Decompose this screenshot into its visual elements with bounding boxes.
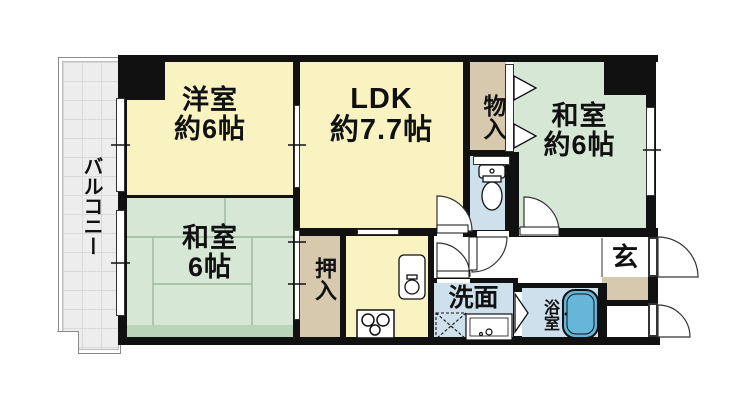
door-gap-washroom [437,279,470,283]
wall-ldk-right [463,62,470,237]
wall-kitchen-right [428,236,434,340]
door-arc-toilet [471,236,508,273]
ldk-size: 約7.7帖 [329,114,434,147]
storage-label: 物入 [480,94,506,140]
wall-left [118,55,127,345]
kitchen-area [346,236,428,337]
wall-storage-bottom [470,150,513,156]
wall-washroom-top [428,278,518,283]
wall-toilet-right [505,152,519,237]
ldk-label: LDK 約7.7帖 [300,83,463,147]
balcony [58,57,121,354]
storage-room [468,62,506,152]
ldk-room [300,62,463,228]
entrance-step [602,277,648,300]
entrance-door-leaf [648,237,658,277]
closet-label: 押入 [312,257,337,301]
sliding-door-japanese-closet [294,230,300,320]
japanese-room-lower-label: 和室 6帖 [127,223,293,283]
bathroom-label: 浴室 [541,299,558,331]
japanese-room-upper-label: 和室 約6帖 [513,101,646,161]
wall-bottom [118,337,660,345]
japanese-room-lower-size: 6帖 [187,252,233,283]
bathroom-room [522,288,598,340]
door-gap-ldk [437,229,463,236]
closet-room [300,236,340,337]
sliding-door-western-ldk [294,105,300,188]
wall-room-divider-thin [127,195,293,198]
western-room-label: 洋室 約6帖 [127,85,293,145]
pillar-top-left [127,62,165,100]
storage-exterior-door-leaf [648,303,658,337]
window-japanese-upper [646,107,655,196]
western-room-size: 約6帖 [173,114,247,145]
wall-center-column [293,62,300,337]
door-gap-toilet [477,231,509,237]
door-arc-washroom [436,242,471,277]
wall-entrance-step-bottom [598,300,648,306]
wall-closet-right [340,236,346,337]
western-room-name: 洋室 [182,85,238,115]
japanese-room-lower-name: 和室 [182,223,238,253]
toilet-shelf [473,156,510,165]
japanese-room-upper-name: 和室 [551,101,608,131]
pillar-top-right [604,62,646,95]
door-gap-japanese-upper [519,229,559,236]
wall-top [118,55,658,62]
balcony-step [57,331,79,354]
japanese-room-lower [127,198,293,337]
ldk-name: LDK [350,83,413,115]
balcony-tile-grid [62,61,119,350]
wall-bathroom-top [513,283,607,288]
tatami-edge-band [127,325,293,337]
door-gap-bathroom [514,292,522,336]
wall-upper-japanese-bottom [513,228,658,237]
entrance-label: 玄 [611,242,638,272]
sliding-opening-ldk-kitchen [357,229,399,235]
door-arc-entrance [657,236,699,278]
window-japanese-lower [116,210,125,316]
washroom-label: 洗面 [448,284,499,312]
wall-right-lower [648,277,658,303]
japanese-room-upper-size: 約6帖 [543,130,616,161]
window-western-room [116,98,125,192]
balcony-label: バルコニー [80,155,102,256]
wall-bathroom-right [598,283,607,340]
door-arc-exterior-storage [657,304,691,338]
storage-bifold-door [505,64,514,152]
